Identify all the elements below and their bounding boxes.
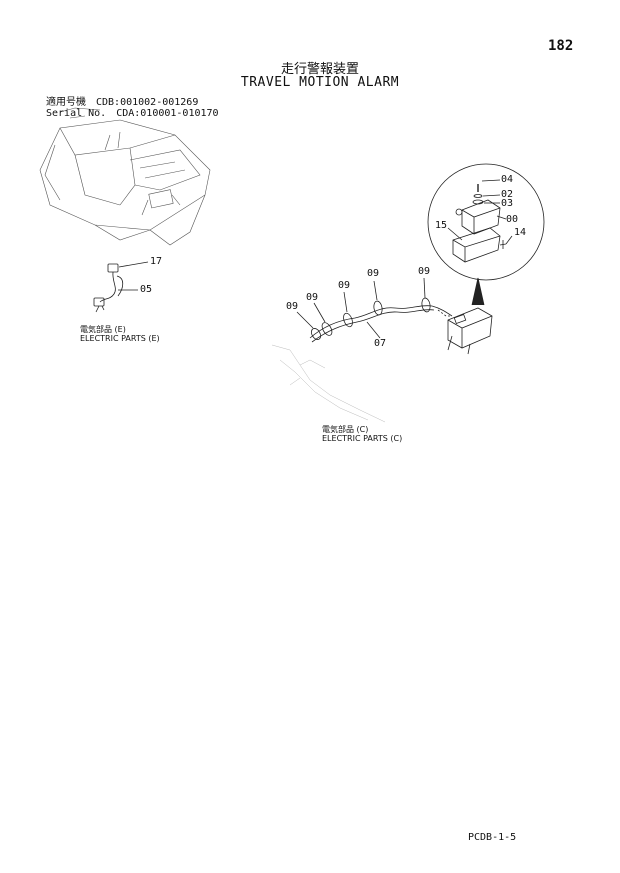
- callout-03: 03: [501, 198, 514, 209]
- clamp-09-e: [421, 297, 431, 313]
- page-number: 182: [548, 38, 574, 54]
- callout-09-d: 09: [367, 268, 380, 279]
- callout-07: 07: [374, 338, 387, 349]
- harness-05-drawing: [93, 261, 149, 313]
- alarm-unit-drawing: [447, 307, 493, 355]
- callout-09-c: 09: [338, 280, 351, 291]
- detail-leader: [471, 277, 485, 306]
- serial-line-2: Serial No. CDA:010001-010170: [46, 108, 219, 119]
- clamp-09-c: [343, 312, 353, 328]
- callout-04: 04: [501, 174, 514, 185]
- clamp-09-d: [373, 300, 383, 316]
- caption-c-english: ELECTRIC PARTS (C): [322, 434, 403, 443]
- clamp-09-b: [321, 322, 333, 336]
- title-japanese: 走行警報装置: [280, 62, 359, 77]
- callout-09-e: 09: [418, 266, 431, 277]
- caption-c-japanese: 電気部品 (C): [322, 425, 369, 434]
- footer-code: PCDB-1-5: [468, 832, 517, 843]
- callout-17: 17: [150, 256, 163, 267]
- callout-09-b: 09: [306, 292, 319, 303]
- callout-15: 15: [435, 220, 448, 231]
- detail-circle-drawing: [427, 163, 545, 281]
- caption-e-english: ELECTRIC PARTS (E): [80, 334, 160, 343]
- callout-05: 05: [140, 284, 153, 295]
- callout-02: 02: [501, 189, 514, 200]
- frame-faint-drawing: [271, 344, 386, 423]
- serial-line-1: 適用号機 CDB:001002-001269: [46, 97, 199, 108]
- callout-09-a: 09: [286, 301, 299, 312]
- title-english: TRAVEL MOTION ALARM: [240, 75, 400, 90]
- callout-00: 00: [506, 214, 519, 225]
- harness-07-drawing: [296, 277, 453, 343]
- caption-e-japanese: 電気部品 (E): [80, 325, 126, 334]
- machine-overview-drawing: [39, 107, 211, 246]
- clamp-09-a: [311, 328, 321, 340]
- callout-14: 14: [514, 227, 527, 238]
